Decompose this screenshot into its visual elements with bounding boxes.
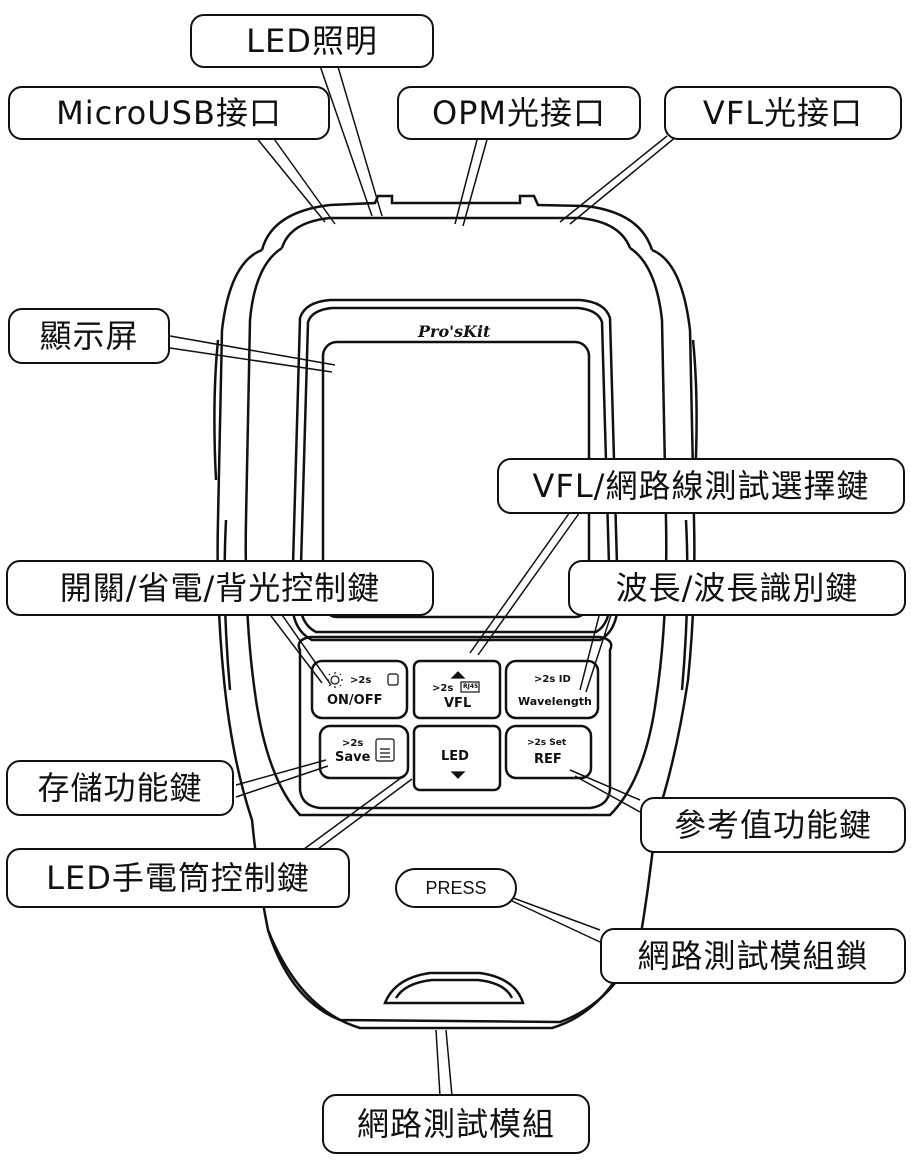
floppy-icon-lines bbox=[380, 748, 390, 758]
vfl-key-label: VFL bbox=[444, 696, 472, 711]
backlight-rays-icon bbox=[327, 672, 343, 688]
callout-power: 開關/省電/背光控制鍵 bbox=[6, 560, 434, 616]
save-key-label: Save bbox=[335, 750, 371, 765]
callout-vfl-select: VFL/網路線測試選擇鍵 bbox=[497, 458, 905, 514]
brand-logo: Pro'sKit bbox=[418, 322, 491, 341]
backlight-icon bbox=[330, 675, 340, 685]
callout-reference: 參考值功能鍵 bbox=[640, 797, 906, 853]
timer-icon bbox=[387, 673, 399, 686]
key-icons bbox=[327, 671, 480, 779]
callout-display: 顯示屏 bbox=[8, 308, 170, 364]
callout-storage: 存儲功能鍵 bbox=[6, 760, 234, 816]
callout-microusb: MicroUSB接口 bbox=[8, 86, 330, 140]
leader-lines bbox=[169, 59, 678, 1097]
vfl-key-rj45: RJ45 bbox=[463, 683, 479, 690]
vfl-key-top: >2s bbox=[432, 683, 454, 694]
power-key-label: ON/OFF bbox=[327, 693, 383, 708]
press-button[interactable]: PRESS bbox=[395, 868, 517, 908]
callout-vfl-port: VFL光接口 bbox=[664, 86, 902, 140]
device-inner-body bbox=[244, 246, 668, 817]
ref-key-label: REF bbox=[534, 752, 562, 767]
save-key[interactable] bbox=[318, 724, 410, 780]
wavelength-key[interactable] bbox=[504, 659, 600, 720]
led-key[interactable] bbox=[412, 724, 502, 792]
device-outer-body bbox=[216, 248, 696, 1024]
arrow-up-icon bbox=[450, 671, 466, 679]
callout-module: 網路測試模組 bbox=[322, 1094, 590, 1154]
ref-key[interactable] bbox=[504, 724, 593, 780]
led-key-label: LED bbox=[441, 749, 469, 764]
callout-led-flashlight: LED手電筒控制鍵 bbox=[6, 848, 350, 908]
save-key-top: >2s bbox=[342, 738, 364, 749]
left-grip-groove bbox=[213, 339, 220, 481]
wavelength-key-top: >2s ID bbox=[534, 674, 571, 685]
power-key[interactable] bbox=[310, 659, 409, 720]
arrow-down-icon bbox=[450, 771, 466, 779]
rj45-icon bbox=[460, 681, 480, 693]
wavelength-key-label: Wavelength bbox=[518, 695, 592, 708]
module-handle-inner bbox=[394, 978, 514, 999]
callout-wavelength: 波長/波長識別鍵 bbox=[568, 560, 906, 616]
floppy-icon bbox=[375, 738, 395, 762]
callout-opm-port: OPM光接口 bbox=[397, 86, 641, 140]
module-handle bbox=[383, 971, 525, 1005]
callout-led-light: LED照明 bbox=[190, 14, 434, 68]
power-key-top: >2s bbox=[350, 675, 372, 686]
device-top-groove bbox=[280, 216, 632, 249]
device-top-cap bbox=[260, 194, 654, 251]
ref-key-top: >2s Set bbox=[527, 738, 567, 748]
keypad-surround bbox=[297, 635, 613, 810]
vfl-key[interactable] bbox=[412, 659, 502, 720]
callout-module-lock: 網路測試模組鎖 bbox=[600, 928, 906, 984]
